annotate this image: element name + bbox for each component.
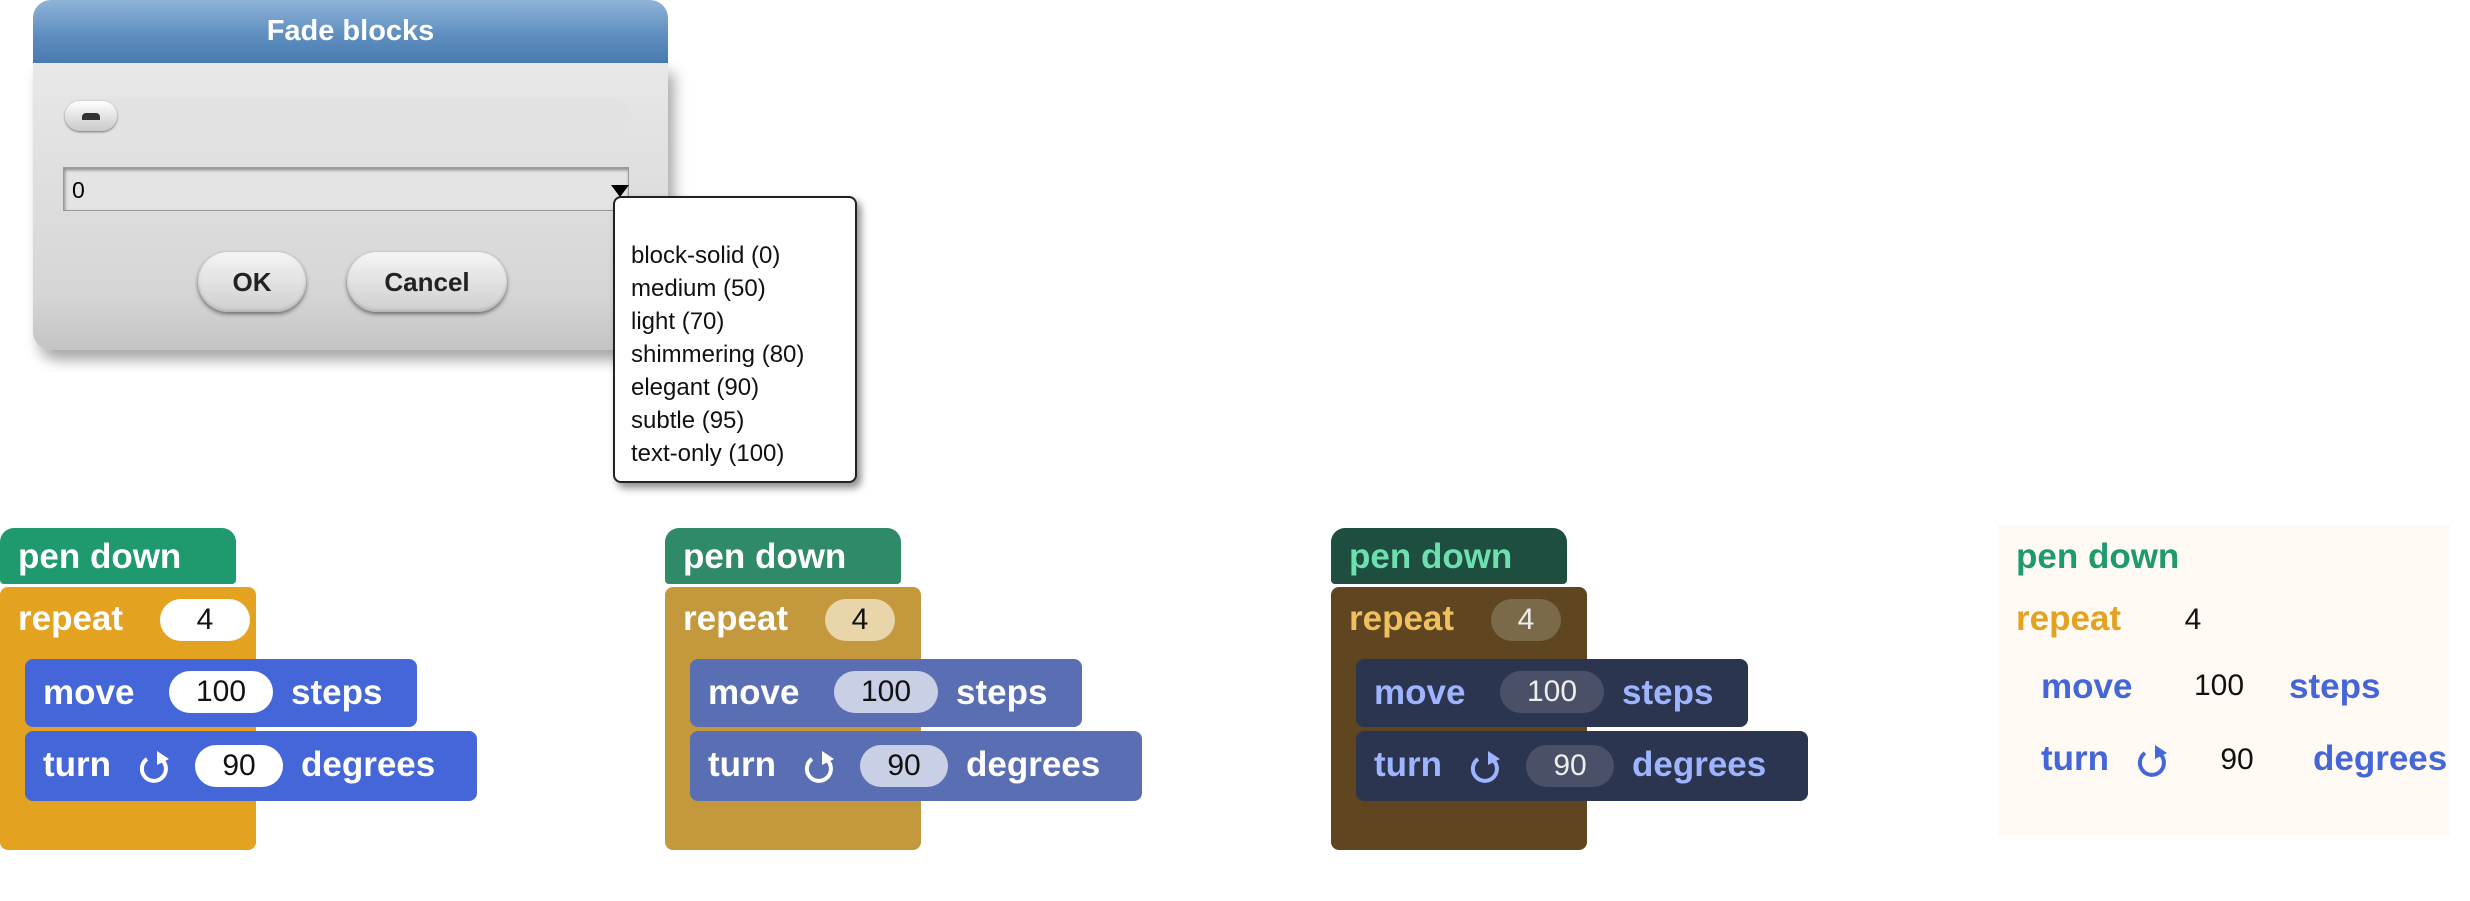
fade-options-menu: block-solid (0) medium (50) light (70) s… xyxy=(613,196,857,483)
degrees-label: degrees xyxy=(966,745,1101,784)
move-steps-slot[interactable]: 100 xyxy=(169,671,273,713)
turn-block[interactable]: turn 90 degrees xyxy=(25,731,477,801)
script-text-only: pen down repeat 4 move 100 steps turn 90… xyxy=(1998,525,2470,850)
turn-degrees-slot[interactable]: 90 xyxy=(195,745,283,787)
text-only-background xyxy=(1998,525,2450,835)
pen-down-label: pen down xyxy=(2016,537,2180,576)
turn-degrees-slot[interactable]: 90 xyxy=(2220,743,2254,776)
turn-degrees-slot[interactable]: 90 xyxy=(860,745,948,787)
move-label: move xyxy=(1374,673,1466,712)
turn-clockwise-icon xyxy=(139,751,169,783)
menu-item-block-solid[interactable]: block-solid (0) xyxy=(631,242,781,269)
turn-clockwise-icon xyxy=(1470,751,1500,783)
pen-down-block[interactable]: pen down xyxy=(665,528,901,584)
turn-label: turn xyxy=(2041,739,2110,778)
move-steps-slot[interactable]: 100 xyxy=(2193,669,2245,702)
degrees-label: degrees xyxy=(2313,739,2448,778)
steps-label: steps xyxy=(2289,667,2381,706)
steps-label: steps xyxy=(1622,673,1714,712)
move-block[interactable]: move 100 steps xyxy=(25,659,417,727)
dialog-body: 0 OK Cancel xyxy=(33,63,668,350)
turn-block[interactable]: turn 90 degrees xyxy=(1356,731,1808,801)
move-label: move xyxy=(2041,667,2133,706)
pen-down-label: pen down xyxy=(683,537,847,576)
move-block[interactable]: move 100 steps xyxy=(690,659,1082,727)
repeat-count-slot[interactable]: 4 xyxy=(825,599,895,641)
steps-label: steps xyxy=(956,673,1048,712)
menu-item-text-only[interactable]: text-only (100) xyxy=(631,440,785,467)
pen-down-label: pen down xyxy=(1349,537,1513,576)
move-steps-slot[interactable]: 100 xyxy=(834,671,938,713)
repeat-label: repeat xyxy=(1349,599,1455,638)
script-solid: repeat 4 pen down move 100 steps turn 90… xyxy=(0,525,520,900)
repeat-label: repeat xyxy=(18,599,124,638)
repeat-label: repeat xyxy=(683,599,789,638)
menu-item-elegant[interactable]: elegant (90) xyxy=(631,374,760,401)
fade-blocks-dialog: Fade blocks 0 OK Cancel xyxy=(33,0,668,350)
degrees-label: degrees xyxy=(1632,745,1767,784)
menu-item-light[interactable]: light (70) xyxy=(631,308,725,335)
move-label: move xyxy=(43,673,135,712)
turn-block[interactable]: turn 90 degrees xyxy=(690,731,1142,801)
turn-label: turn xyxy=(1374,745,1443,784)
steps-label: steps xyxy=(291,673,383,712)
slider-knob-icon[interactable] xyxy=(65,101,117,131)
menu-item-shimmering[interactable]: shimmering (80) xyxy=(631,341,805,368)
pen-down-block[interactable]: pen down xyxy=(1998,528,2234,584)
move-block[interactable]: move 100 steps xyxy=(1356,659,1748,727)
fade-slider[interactable] xyxy=(63,99,633,135)
cancel-button[interactable]: Cancel xyxy=(347,252,507,312)
dialog-title: Fade blocks xyxy=(33,0,668,63)
turn-block[interactable]: turn 90 degrees xyxy=(2023,725,2470,795)
repeat-count-slot[interactable]: 4 xyxy=(2184,603,2202,636)
move-steps-slot[interactable]: 100 xyxy=(1500,671,1604,713)
move-block[interactable]: move 100 steps xyxy=(2023,653,2415,721)
script-medium: repeat 4 pen down move 100 steps turn 90… xyxy=(665,525,1185,850)
turn-label: turn xyxy=(708,745,777,784)
repeat-count-slot[interactable]: 4 xyxy=(1491,599,1561,641)
dropdown-arrow-icon[interactable] xyxy=(611,185,629,197)
pen-down-block[interactable]: pen down xyxy=(1331,528,1567,584)
repeat-count-slot[interactable]: 4 xyxy=(160,599,250,641)
menu-item-medium[interactable]: medium (50) xyxy=(631,275,766,302)
turn-label: turn xyxy=(43,745,112,784)
degrees-label: degrees xyxy=(301,745,436,784)
move-label: move xyxy=(708,673,800,712)
turn-degrees-slot[interactable]: 90 xyxy=(1526,745,1614,787)
menu-item-subtle[interactable]: subtle (95) xyxy=(631,407,745,434)
turn-clockwise-icon xyxy=(804,751,834,783)
fade-value-field[interactable]: 0 xyxy=(63,167,629,211)
repeat-label: repeat xyxy=(2016,599,2122,638)
turn-clockwise-icon xyxy=(2137,745,2167,777)
pen-down-block[interactable]: pen down xyxy=(0,528,236,584)
pen-down-label: pen down xyxy=(18,537,182,576)
repeat-block[interactable]: repeat 4 xyxy=(1998,587,2254,647)
script-light: repeat 4 pen down move 100 steps turn 90… xyxy=(1331,525,1851,850)
ok-button[interactable]: OK xyxy=(198,252,306,312)
loop-arrow-icon xyxy=(196,875,240,900)
